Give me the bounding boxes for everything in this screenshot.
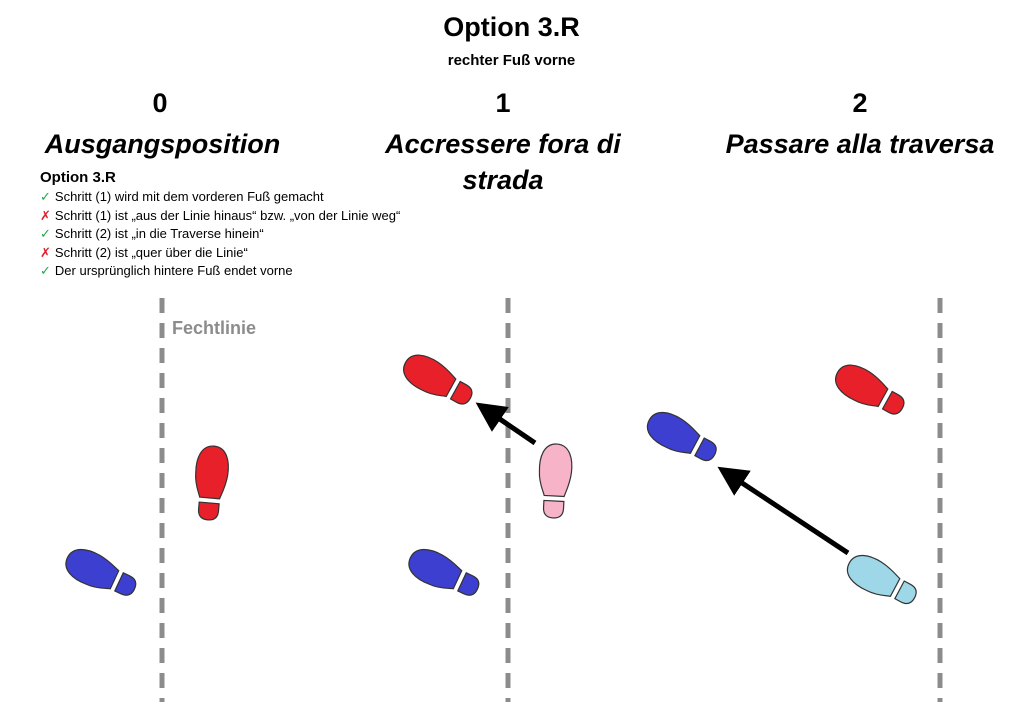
legend-text: Schritt (2) ist „in die Traverse hinein“ — [54, 226, 264, 241]
step-1-arrow — [475, 402, 537, 446]
left-foot-previous-icon — [841, 548, 923, 613]
check-icon: ✓ — [40, 189, 51, 204]
legend-text: Schritt (2) ist „quer über die Linie“ — [54, 244, 248, 260]
step-2-label: Passare alla traversa — [725, 129, 995, 159]
legend-heading: Option 3.R — [40, 169, 116, 186]
legend-item: ✓Der ursprünglich hintere Fuß endet vorn… — [40, 262, 400, 281]
step-0-label: Ausgangsposition — [44, 129, 281, 159]
cross-icon: ✗ — [40, 207, 51, 223]
legend-text: Schritt (1) wird mit dem vorderen Fuß ge… — [54, 189, 324, 204]
step-2-arrow — [717, 466, 850, 556]
step-1-label: Accressere fora di strada — [385, 129, 621, 195]
criteria-legend: Option 3.R ✓Schritt (1) wird mit dem vor… — [40, 168, 400, 281]
right-foot-icon — [829, 357, 911, 424]
step-1-number: 1 — [495, 88, 511, 118]
step-0-number: 0 — [152, 88, 168, 118]
right-foot-previous-icon — [536, 442, 574, 520]
right-foot-icon — [397, 347, 479, 414]
cross-icon: ✗ — [40, 244, 51, 260]
left-foot-icon — [59, 542, 142, 605]
page-title: Option 3.R — [443, 12, 580, 42]
step-2-number: 2 — [852, 88, 868, 118]
left-foot-icon — [402, 542, 485, 605]
legend-item: ✗Schritt (2) ist „quer über die Linie“ — [40, 244, 400, 263]
legend-item: ✓Schritt (2) ist „in die Traverse hinein… — [40, 225, 400, 244]
legend-text: Der ursprünglich hintere Fuß endet vorne — [54, 263, 293, 278]
left-foot-icon — [641, 405, 723, 470]
check-icon: ✓ — [40, 226, 51, 241]
fencing-line-label: Fechtlinie — [172, 318, 257, 338]
page-subtitle: rechter Fuß vorne — [447, 52, 576, 69]
legend-item: ✗Schritt (1) ist „aus der Linie hinaus“ … — [40, 207, 400, 226]
legend-item: ✓Schritt (1) wird mit dem vorderen Fuß g… — [40, 188, 400, 207]
legend-text: Schritt (1) ist „aus der Linie hinaus“ b… — [54, 207, 401, 223]
check-icon: ✓ — [40, 263, 51, 278]
right-foot-icon — [191, 444, 231, 522]
